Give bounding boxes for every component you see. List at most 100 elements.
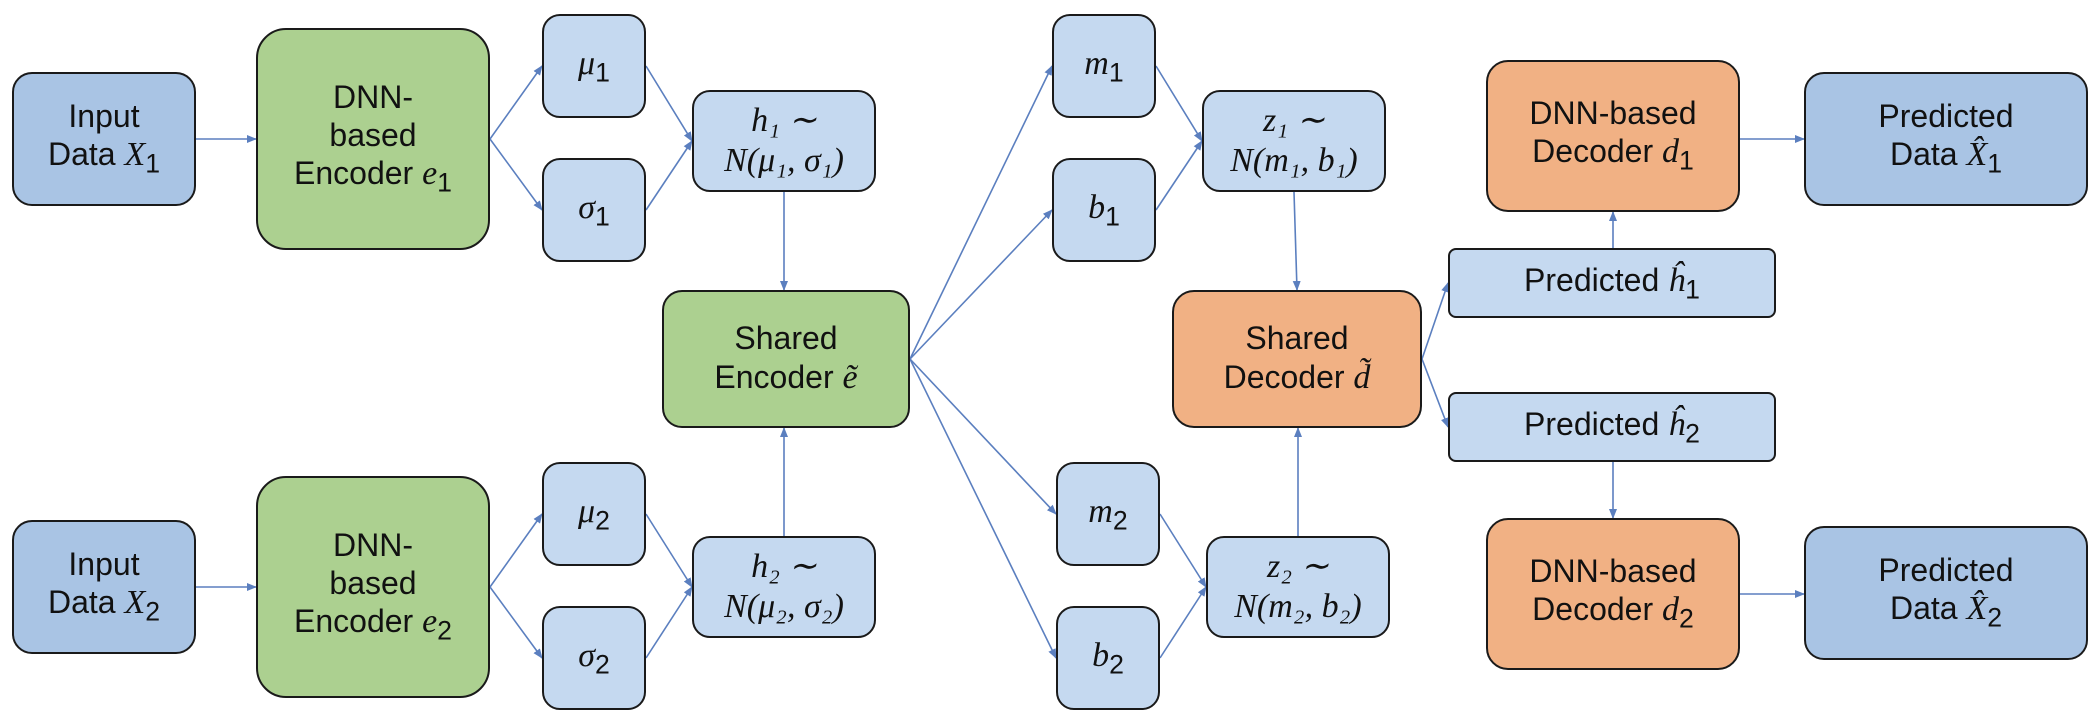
dnn-decoder-2-box: DNN-based Decoder d2 <box>1486 518 1740 670</box>
z2-distribution-box: z₂ ∼ N(m₂, b₂) <box>1206 536 1390 638</box>
predicted-data-2-box: Predicted Data X̂2 <box>1804 526 2088 660</box>
shared-encoder-box: Shared Encoder ẽ <box>662 290 910 428</box>
e-symbol: e <box>422 603 438 641</box>
h1-distribution-box: h₁ ∼ N(μ₁, σ₁) <box>692 90 876 192</box>
b-2-box: b2 <box>1056 606 1160 710</box>
arrow-encoder-1-to-mu-1 <box>489 65 543 140</box>
x-hat-subscript: 1 <box>1987 148 2003 179</box>
h2-distribution-box: h₂ ∼ N(μ₂, σ₂) <box>692 536 876 638</box>
h2-line-1: h₂ ∼ <box>751 548 817 586</box>
sigma-symbol: σ <box>578 188 595 226</box>
h-hat-symbol: ĥ <box>1668 405 1686 443</box>
arrow-encoder-2-to-mu-2 <box>489 513 543 588</box>
arrow-mu-2-to-h2 <box>645 513 693 588</box>
h-hat-symbol: ĥ <box>1668 261 1686 299</box>
arrow-b-1-to-z1 <box>1155 140 1203 211</box>
m-symbol: m <box>1084 44 1109 82</box>
arrow-sigma-1-to-h1 <box>645 140 693 211</box>
h1-line-1: h₁ ∼ <box>751 102 817 140</box>
h2-line-2: N(μ₂, σ₂) <box>724 588 844 625</box>
mu-1-box: μ1 <box>542 14 646 118</box>
h-hat-subscript: 2 <box>1685 418 1700 449</box>
d-subscript: 2 <box>1679 603 1694 634</box>
z1-line-1: z₁ ∼ <box>1262 102 1326 140</box>
data-word: Data <box>47 584 116 621</box>
arrow-shared-decoder-to-predicted-h2 <box>1421 358 1449 428</box>
b-symbol: b <box>1092 636 1110 674</box>
shared-decoder-line-1: Shared <box>1245 320 1349 357</box>
predicted-data-1-box: Predicted Data X̂1 <box>1804 72 2088 206</box>
arrow-shared-encoder-to-m-2 <box>909 358 1057 515</box>
input-label: Input <box>68 545 140 582</box>
data-word: Data <box>1889 136 1958 173</box>
m-2-box: m2 <box>1056 462 1160 566</box>
sigma-subscript: 2 <box>594 649 610 680</box>
e-symbol: e <box>422 155 438 193</box>
d-symbol: d <box>1662 591 1679 629</box>
predicted-label: Predicted <box>1524 261 1660 298</box>
arrow-encoder-1-to-sigma-1 <box>489 138 543 211</box>
input-data-2-box: Input Data X2 <box>12 520 196 654</box>
z2-line-2: N(m₂, b₂) <box>1234 588 1362 625</box>
e-subscript: 1 <box>437 167 452 198</box>
mu-2-box: μ2 <box>542 462 646 566</box>
sigma-symbol: σ <box>578 636 595 674</box>
e-tilde-symbol: ẽ <box>842 358 858 396</box>
arrow-b-2-to-z2 <box>1159 586 1207 659</box>
sigma-subscript: 1 <box>594 201 610 232</box>
shared-decoder-line-2: Decoder <box>1223 358 1345 395</box>
mu-subscript: 1 <box>595 57 610 88</box>
dnn-encoder-1-box: DNN- based Encoder e1 <box>256 28 490 250</box>
x-symbol: X <box>124 584 146 622</box>
input-data-1-box: Input Data X1 <box>12 72 196 206</box>
data-word: Data <box>1889 590 1958 627</box>
sigma-1-box: σ1 <box>542 158 646 262</box>
h1-line-2: N(μ₁, σ₁) <box>724 142 844 179</box>
z2-line-1: z₂ ∼ <box>1266 548 1330 586</box>
arrow-m-2-to-z2 <box>1159 513 1207 588</box>
e-subscript: 2 <box>437 615 452 646</box>
x-hat-symbol: X̂ <box>1966 590 1988 628</box>
mu-symbol: μ <box>578 492 596 530</box>
arrow-m-1-to-z1 <box>1155 65 1203 142</box>
decoder-line-1: DNN-based <box>1529 552 1697 589</box>
arrow-shared-encoder-to-b-2 <box>909 358 1057 659</box>
x-symbol: X <box>124 136 146 174</box>
encoder-line-1: DNN- <box>333 79 413 116</box>
arrow-z1-to-shared-decoder <box>1292 191 1301 291</box>
m-symbol: m <box>1088 492 1113 530</box>
x-hat-symbol: X̂ <box>1966 136 1988 174</box>
predicted-h2-box: Predicted ĥ2 <box>1448 392 1776 462</box>
shared-encoder-line-1: Shared <box>734 320 838 357</box>
decoder-line-2: Decoder <box>1532 133 1654 170</box>
d-tilde-symbol: d̃ <box>1353 358 1371 396</box>
arrow-encoder-2-to-sigma-2 <box>489 586 543 659</box>
output-label: Predicted <box>1878 97 2014 134</box>
m-subscript: 1 <box>1108 57 1124 88</box>
encoder-line-3: Encoder <box>294 155 414 192</box>
d-symbol: d <box>1662 133 1679 171</box>
decoder-line-2: Decoder <box>1532 591 1654 628</box>
x-subscript: 1 <box>145 148 161 179</box>
arrow-shared-decoder-to-predicted-h1 <box>1421 282 1449 360</box>
dnn-encoder-2-box: DNN- based Encoder e2 <box>256 476 490 698</box>
mu-symbol: μ <box>578 44 596 82</box>
mu-subscript: 2 <box>595 505 610 536</box>
m-1-box: m1 <box>1052 14 1156 118</box>
shared-decoder-box: Shared Decoder d̃ <box>1172 290 1422 428</box>
encoder-line-2: based <box>329 116 417 153</box>
x-subscript: 2 <box>145 596 161 627</box>
input-label: Input <box>68 97 140 134</box>
shared-encoder-line-2: Encoder <box>714 358 834 395</box>
x-hat-subscript: 2 <box>1987 602 2003 633</box>
b-1-box: b1 <box>1052 158 1156 262</box>
predicted-label: Predicted <box>1524 405 1660 442</box>
z1-line-2: N(m₁, b₁) <box>1230 142 1358 179</box>
z1-distribution-box: z₁ ∼ N(m₁, b₁) <box>1202 90 1386 192</box>
output-label: Predicted <box>1878 551 2014 588</box>
decoder-line-1: DNN-based <box>1529 94 1697 131</box>
d-subscript: 1 <box>1679 145 1694 176</box>
data-word: Data <box>47 136 116 173</box>
arrow-shared-encoder-to-m-1 <box>909 65 1053 360</box>
